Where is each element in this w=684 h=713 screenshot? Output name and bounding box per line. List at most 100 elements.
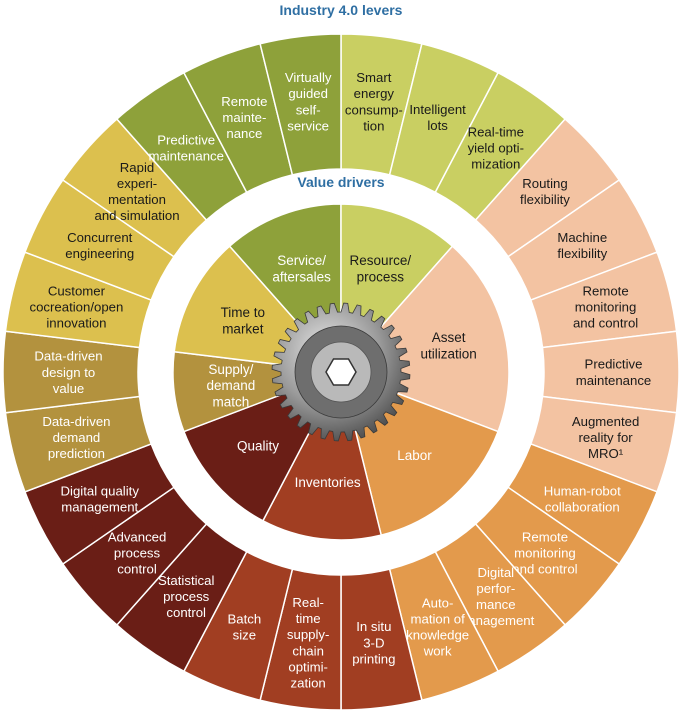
lever-label-line: management	[61, 499, 138, 514]
lever-label-line: Batch	[228, 611, 262, 626]
lever-label-line: mization	[471, 157, 520, 172]
lever-label-line: Concurrent	[67, 230, 133, 245]
gear-icon	[271, 302, 411, 442]
lever-label-line: Remote	[582, 283, 628, 298]
lever-label-line: 3-D	[363, 635, 384, 650]
value-driver-label-line: Asset	[432, 330, 466, 345]
lever-label-line: mance	[476, 597, 516, 612]
lever-label-line: flexibility	[557, 246, 607, 261]
lever-label-line: Digital	[477, 565, 514, 580]
lever-label-line: monitoring	[514, 545, 576, 560]
value-driver-label-line: aftersales	[272, 269, 331, 284]
gear-hex-hole	[325, 358, 357, 386]
lever-label-line: time	[296, 611, 321, 626]
lever-label-line: design to	[42, 365, 96, 380]
value-driver-label-line: Inventories	[295, 475, 361, 490]
lever-label-line: and control	[512, 562, 577, 577]
lever-label-line: perfor-	[476, 581, 515, 596]
lever-label-line: Virtually	[285, 70, 332, 85]
lever-label-line: Real-time	[468, 124, 524, 139]
value-driver-label-line: Time to	[221, 305, 266, 320]
lever-label-line: maintenance	[148, 149, 224, 164]
lever-label-line: Routing	[522, 176, 567, 191]
value-driver-label-line: Quality	[237, 438, 279, 453]
lever-label-line: mation of	[411, 611, 466, 626]
lever-label-line: collaboration	[545, 499, 620, 514]
lever-label-line: chain	[292, 643, 324, 658]
lever-label-line: Data-driven	[42, 414, 110, 429]
value-driver-wedge	[261, 369, 383, 541]
lever-label-line: experi-	[117, 176, 157, 191]
lever-label-line: control	[117, 562, 157, 577]
lever-label-line: process	[114, 545, 161, 560]
lever-label-line: Predictive	[585, 357, 643, 372]
lever-label-line: guided	[288, 86, 328, 101]
lever-label-line: Remote	[221, 94, 267, 109]
lever-label-line: demand	[53, 430, 101, 445]
value-driver-label-line: match	[213, 395, 250, 410]
lever-label-line: Intelligent	[409, 102, 466, 117]
lever-label-line: energy	[354, 86, 395, 101]
value-driver-label-line: process	[357, 269, 405, 284]
lever-label-line: self-	[296, 102, 321, 117]
value-driver-segment: Inventories	[261, 369, 383, 541]
lever-label-line: Augmented	[572, 414, 639, 429]
value-driver-label-line: Service/	[277, 253, 326, 268]
drivers-title: Value drivers	[297, 174, 384, 190]
lever-label-line: value	[53, 381, 85, 396]
lever-label-line: consump-	[345, 102, 403, 117]
value-driver-label-line: utilization	[421, 347, 477, 362]
lever-label-line: and control	[573, 316, 638, 331]
lever-label-line: mainte-	[222, 110, 266, 125]
value-driver-label-line: Labor	[397, 448, 432, 463]
lever-label-line: control	[166, 605, 206, 620]
lever-label-line: Auto-	[422, 595, 454, 610]
lever-label-line: work	[423, 644, 452, 659]
lever-label-line: Smart	[356, 70, 392, 85]
value-driver-label-line: demand	[207, 378, 256, 393]
value-driver-label-line: Supply/	[208, 362, 253, 377]
lever-label-line: Statistical	[158, 573, 215, 588]
lever-label-line: management	[457, 613, 534, 628]
lever-label-line: MRO¹	[588, 446, 624, 461]
lever-label-line: Remote	[522, 529, 568, 544]
lever-label-line: Human-robot	[544, 483, 621, 498]
lever-label-line: printing	[352, 651, 395, 666]
lever-label-line: flexibility	[520, 192, 570, 207]
lever-label-line: knowledge	[406, 628, 469, 643]
lever-label-line: monitoring	[575, 300, 637, 315]
lever-label-line: and simulation	[95, 208, 180, 223]
lever-label-line: process	[163, 589, 210, 604]
lever-label-line: maintenance	[576, 373, 652, 388]
lever-label-line: Digital quality	[60, 483, 139, 498]
lever-label-line: Rapid	[120, 160, 154, 175]
value-driver-label-line: market	[222, 322, 264, 337]
lever-label-line: zation	[291, 676, 326, 691]
lever-label-line: cocreation/open	[29, 300, 123, 315]
lever-label-line: Real-	[292, 595, 324, 610]
lever-label-line: Predictive	[157, 132, 215, 147]
lever-label-line: supply-	[287, 627, 330, 642]
lever-label-line: lots	[427, 118, 448, 133]
lever-label-line: mentation	[108, 192, 166, 207]
lever-label-line: Data-driven	[34, 349, 102, 364]
levers-title: Industry 4.0 levers	[280, 2, 403, 18]
value-driver-label-line: Resource/	[350, 253, 412, 268]
